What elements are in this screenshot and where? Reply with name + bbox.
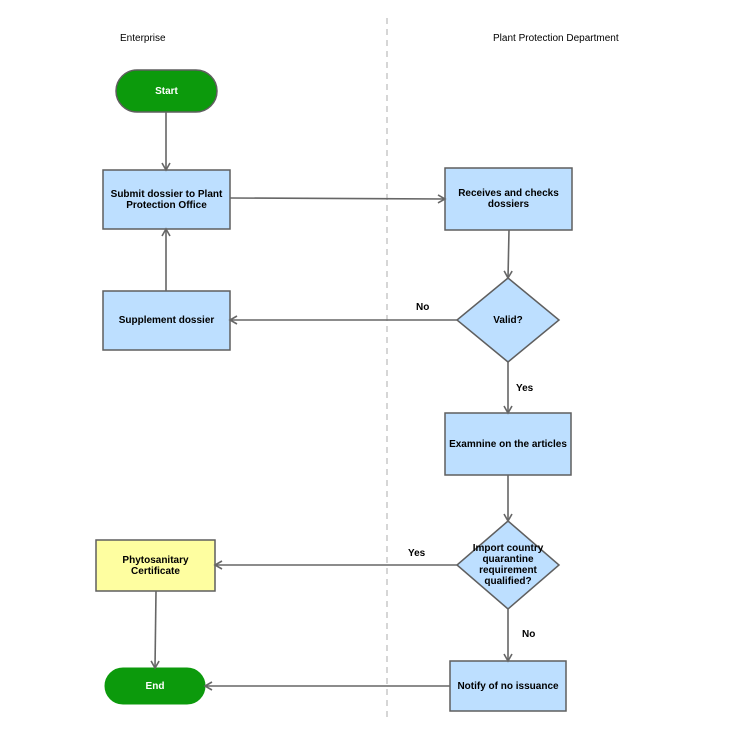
- submit-dossier-box: [102, 169, 231, 230]
- start-label: Start: [155, 85, 178, 97]
- supplement-dossier-label: Supplement dossier: [118, 315, 215, 326]
- end-label: End: [145, 680, 165, 692]
- lane-title-plant-protection-department: Plant Protection Department: [493, 33, 619, 44]
- examine-articles-box: [444, 412, 572, 476]
- examine-articles-label: Examnine on the articles: [449, 438, 567, 450]
- valid-label: Valid?: [493, 314, 523, 326]
- notify-no-issuance-label: Notify of no issuance: [457, 680, 559, 692]
- qualified-label: Import country quarantine requirement qu…: [472, 543, 544, 587]
- submit-dossier-label: Submit dossier to Plant Protection Offic…: [110, 188, 223, 211]
- valid-no-label: No: [416, 302, 430, 313]
- supplement-dossier-box: [102, 290, 231, 351]
- receive-check-label: Receives and checks dossiers: [458, 188, 559, 210]
- arrow-submit-to-receive: [229, 194, 447, 204]
- arrow-receive-to-valid: [503, 229, 513, 280]
- arrow-certificate-to-end: [150, 590, 160, 670]
- qualified-no-label: No: [522, 629, 536, 640]
- qualified-yes-label: Yes: [408, 548, 426, 559]
- phytosanitary-certificate-label: Phytosanitary Certificate: [122, 554, 189, 577]
- notify-no-issuance-box: [449, 660, 567, 712]
- lane-title-enterprise: Enterprise: [120, 33, 166, 44]
- valid-yes-label: Yes: [516, 383, 534, 394]
